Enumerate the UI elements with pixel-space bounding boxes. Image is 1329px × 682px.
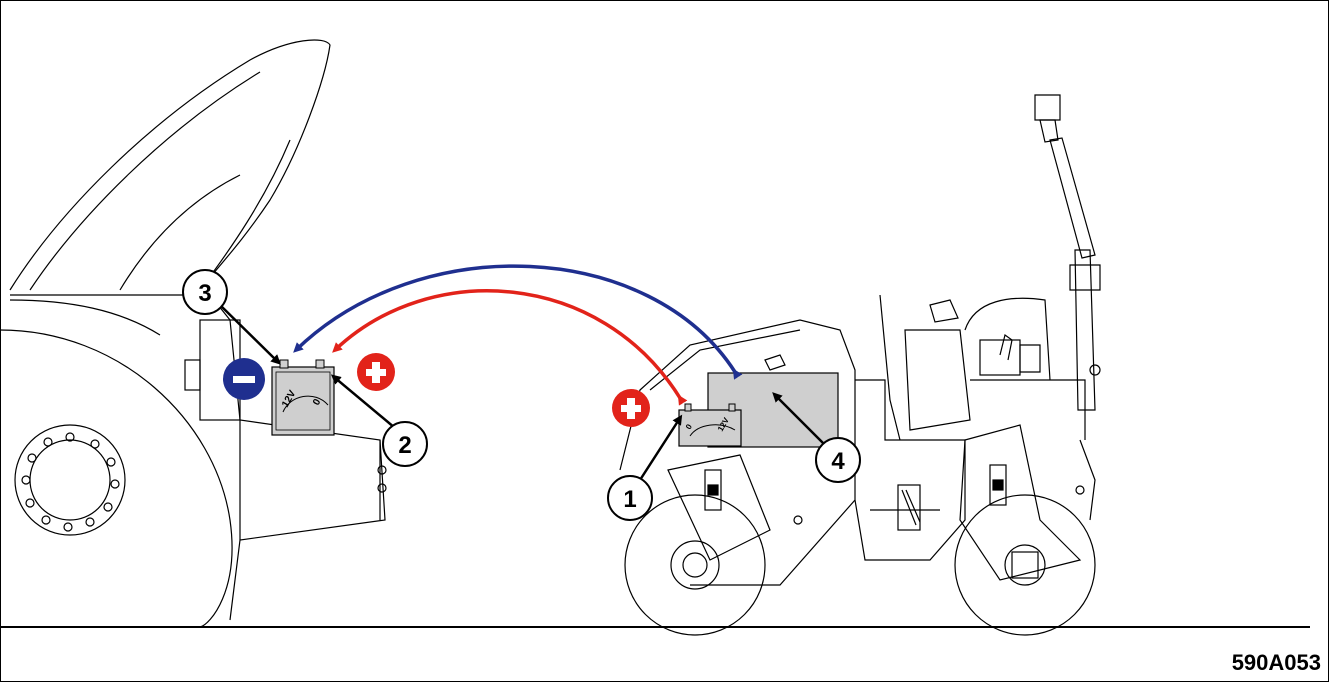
roller-machine — [620, 95, 1100, 635]
callout-3: 3 — [183, 270, 227, 314]
figure-code: 590A053 — [1232, 650, 1321, 676]
callout-3-label: 3 — [198, 280, 211, 307]
callout-4: 4 — [816, 438, 860, 482]
callout-2: 2 — [383, 422, 427, 466]
callout-1: 1 — [608, 476, 652, 520]
callout-1-leader — [640, 418, 680, 480]
negative-terminal-icon — [223, 358, 265, 400]
donor-battery: 12V 0 — [272, 360, 334, 435]
callout-2-label: 2 — [398, 432, 411, 459]
callout-1-label: 1 — [623, 486, 636, 513]
positive-terminal-icon — [357, 353, 395, 391]
donor-vehicle — [0, 40, 386, 627]
negative-cable-arrow — [296, 266, 735, 372]
positive-terminal-icon — [612, 389, 650, 427]
callout-4-label: 4 — [831, 448, 845, 475]
receiver-battery: 0 12V — [679, 404, 741, 446]
callout-3-leader — [220, 305, 278, 362]
